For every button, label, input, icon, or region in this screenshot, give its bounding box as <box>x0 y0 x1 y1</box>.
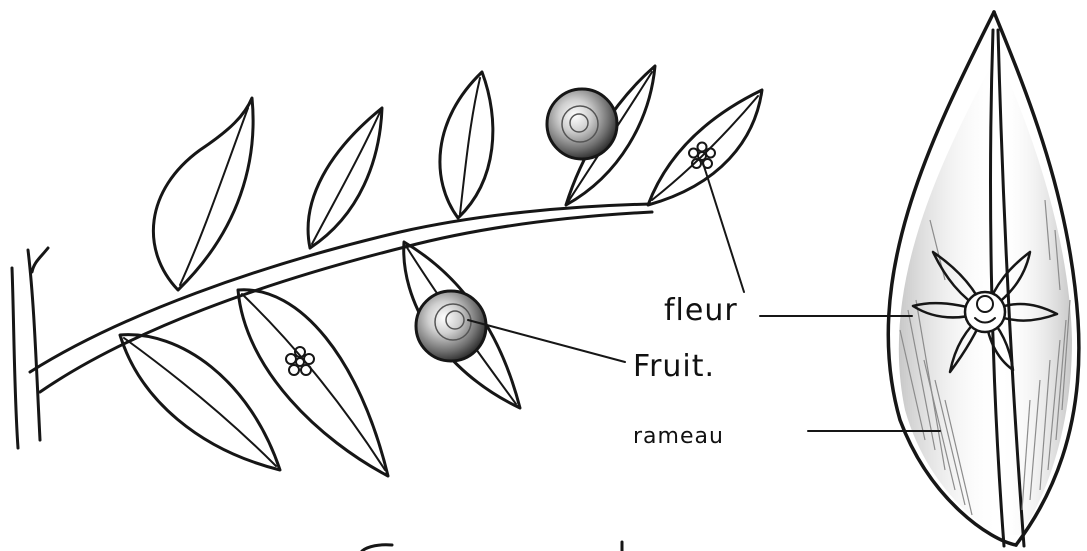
flower-small-1 <box>286 347 314 375</box>
fruit-lower <box>416 291 486 361</box>
leaf-7 <box>238 290 388 476</box>
leader-fruit <box>468 320 625 362</box>
caption-fragment <box>362 542 622 551</box>
leaf-6 <box>120 335 280 470</box>
branch <box>12 204 652 448</box>
fruit-upper <box>547 89 617 159</box>
leaf-2 <box>308 108 382 248</box>
label-fruit: Fruit. <box>633 352 715 382</box>
leader-fleur-left <box>702 160 744 292</box>
leaf-3 <box>440 72 493 218</box>
leaf-5 <box>648 90 762 205</box>
leaf-1 <box>153 98 253 290</box>
label-rameau: rameau <box>633 426 724 448</box>
label-fleur: fleur <box>664 296 738 326</box>
leaf-enlarged <box>888 12 1079 546</box>
